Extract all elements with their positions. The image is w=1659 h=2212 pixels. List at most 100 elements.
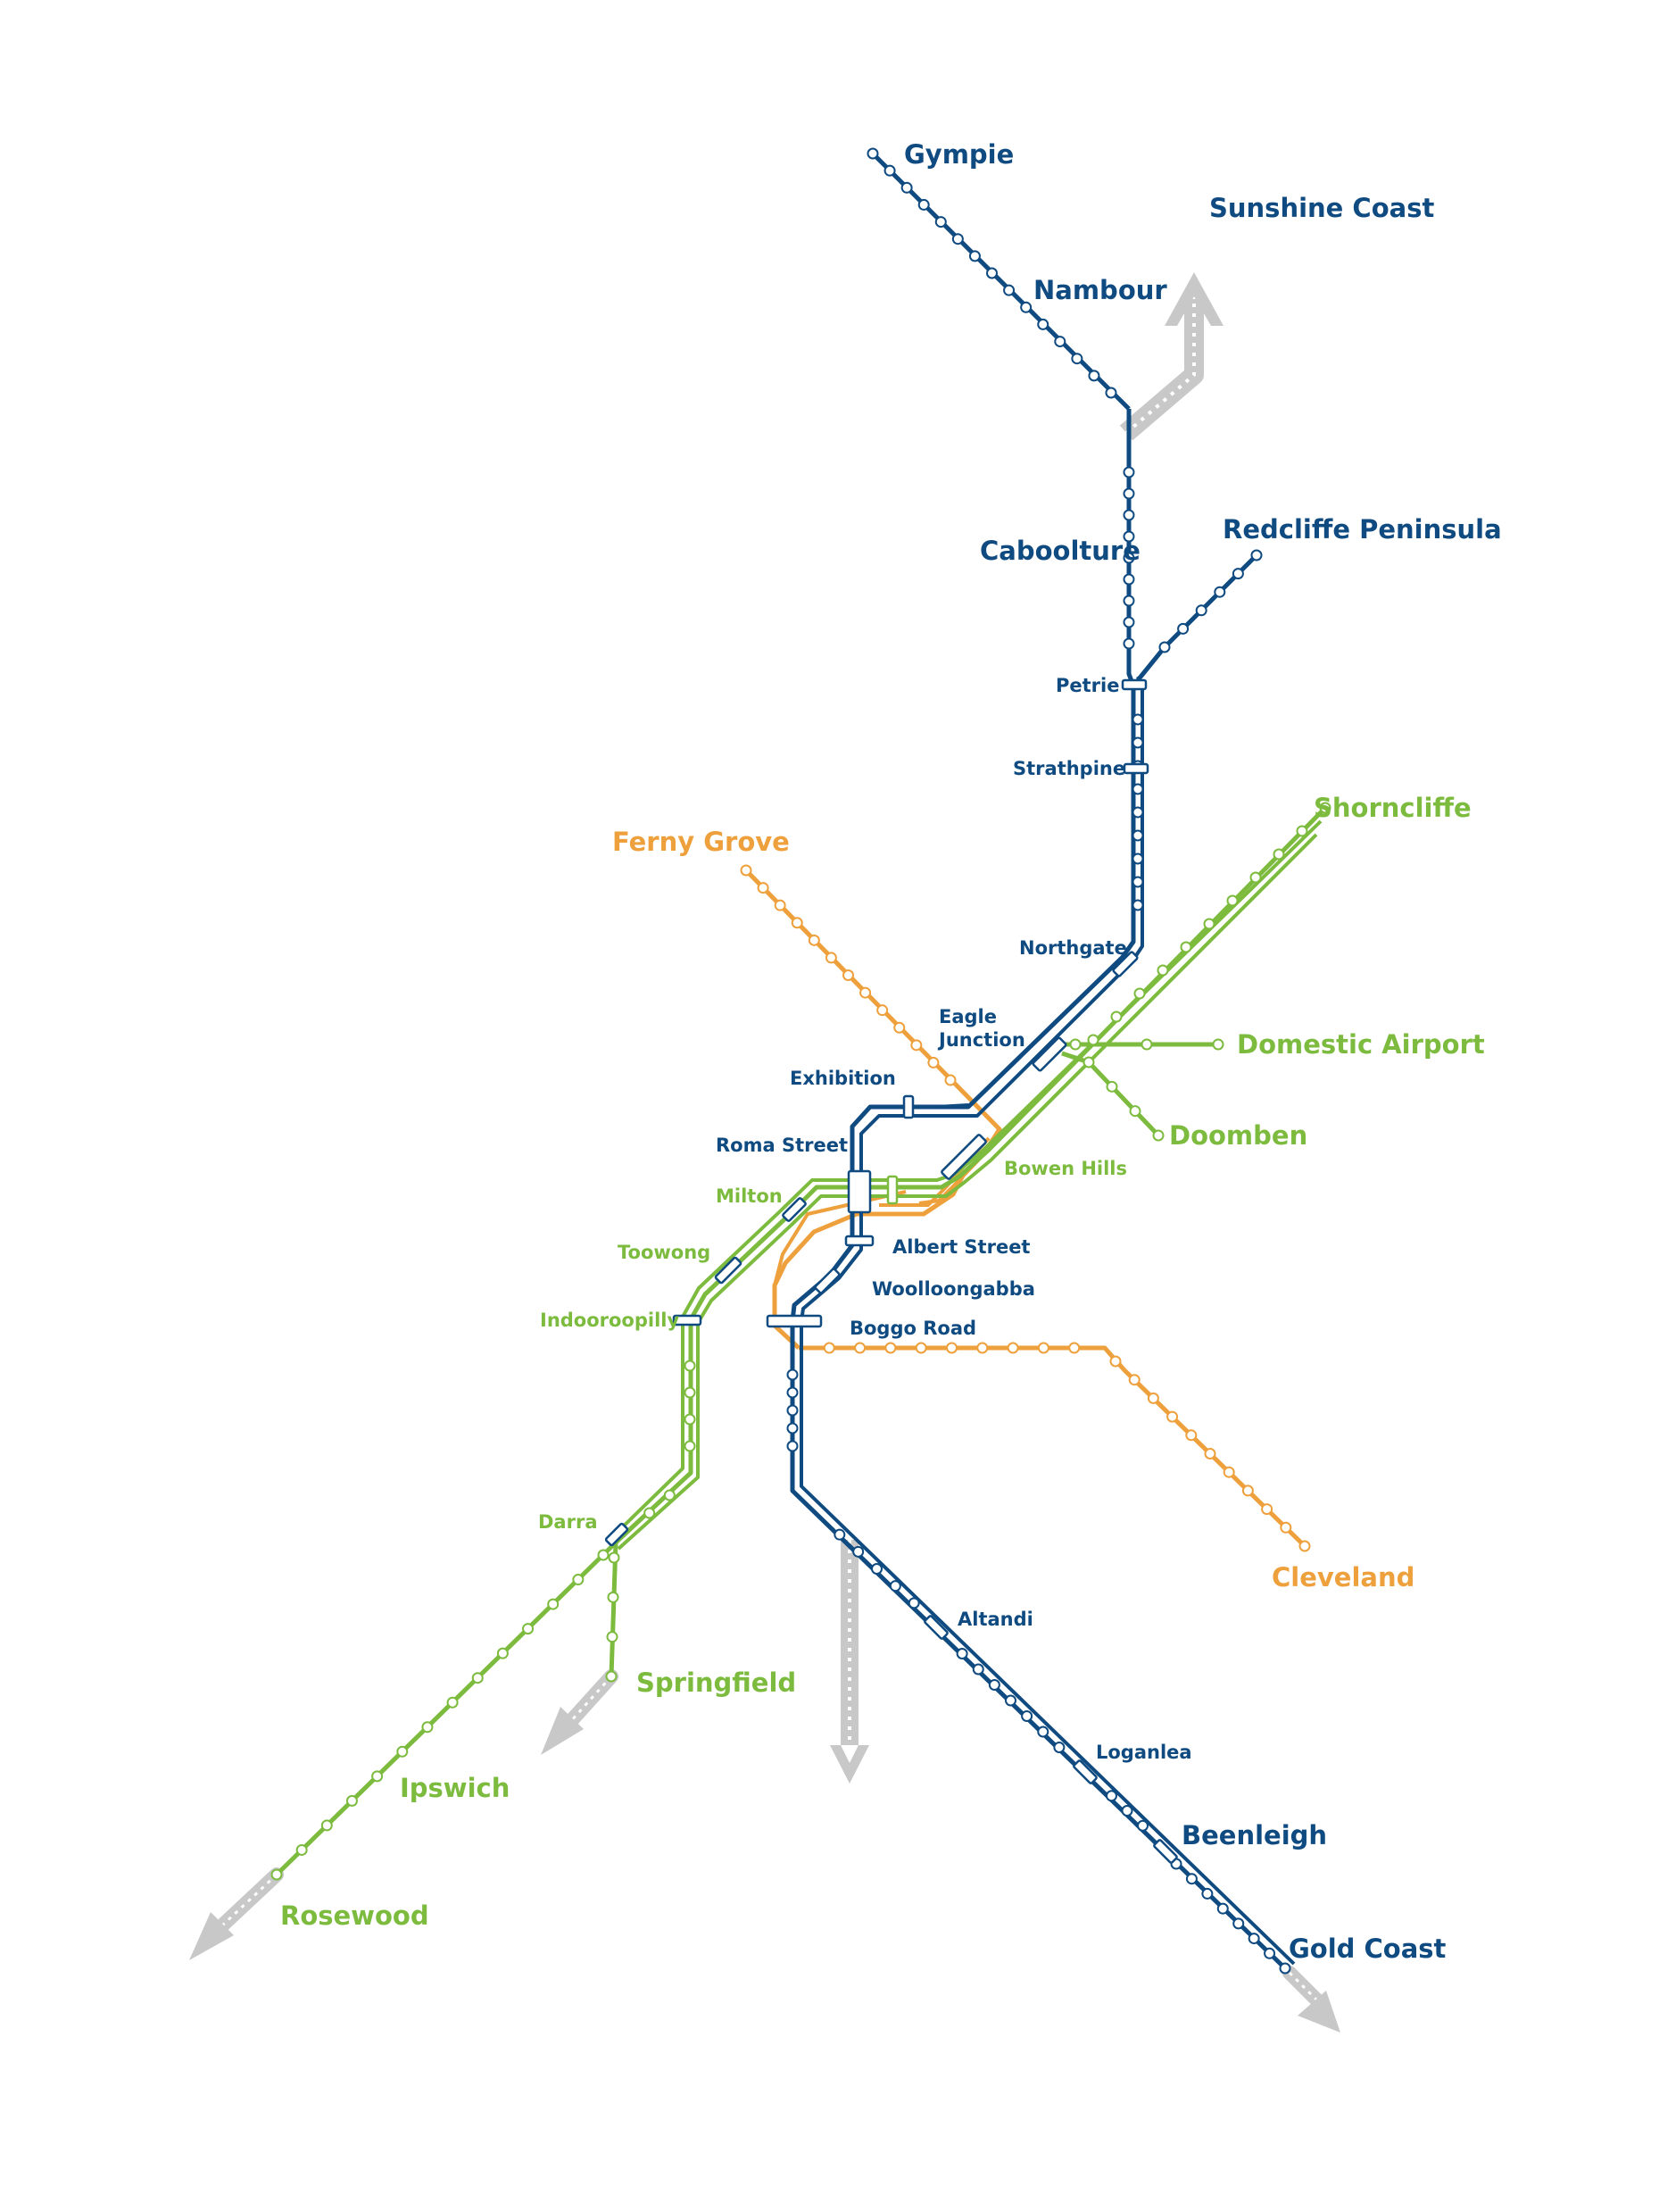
station-dot xyxy=(852,1545,865,1558)
eagle-junction-label-2: Junction xyxy=(937,1029,1025,1051)
station-dot xyxy=(1105,387,1117,399)
station-dot xyxy=(1180,941,1192,953)
station-dot xyxy=(1123,616,1135,628)
doomben-line xyxy=(1061,1051,1160,1137)
station-dot xyxy=(1132,736,1144,749)
eagle-junction-label-1: Eagle xyxy=(939,1006,997,1027)
beenleigh-marker xyxy=(1153,1839,1178,1864)
toowong-label: Toowong xyxy=(618,1242,710,1263)
station-dot xyxy=(608,1551,620,1564)
station-dot xyxy=(1021,1710,1033,1722)
station-dot xyxy=(972,1663,984,1676)
station-dot xyxy=(396,1745,409,1758)
station-dot xyxy=(270,1868,283,1881)
station-dot xyxy=(421,1721,434,1734)
rosewood-label: Rosewood xyxy=(280,1900,429,1931)
station-dot xyxy=(951,233,964,245)
station-dot xyxy=(684,1386,696,1399)
station-dot xyxy=(740,864,752,877)
station-dot xyxy=(884,1342,897,1354)
albert-street-marker xyxy=(844,1235,875,1247)
station-dot xyxy=(1248,1933,1260,1945)
ipswich-rosewood-line xyxy=(275,1541,618,1876)
station-dot xyxy=(1123,466,1135,478)
station-dot xyxy=(867,147,879,160)
station-dot xyxy=(1177,622,1190,635)
station-dot xyxy=(1088,370,1100,382)
station-dot xyxy=(842,969,854,981)
station-dot xyxy=(371,1770,384,1783)
strathpine-label: Strathpine xyxy=(1013,758,1125,779)
station-dot xyxy=(1123,573,1135,586)
station-dot xyxy=(1279,1962,1291,1975)
station-dot xyxy=(1133,987,1146,1000)
station-dot xyxy=(1296,825,1308,837)
shorncliffe-label: Shorncliffe xyxy=(1314,793,1472,823)
petrie-label: Petrie xyxy=(1056,675,1119,696)
station-dot xyxy=(859,986,872,999)
station-dot xyxy=(663,1489,676,1501)
station-dot xyxy=(1280,1521,1292,1534)
woolloongabba-label: Woolloongabba xyxy=(872,1278,1035,1300)
orange-lines xyxy=(744,869,1306,1548)
station-dot xyxy=(1319,802,1331,814)
darra-label: Darra xyxy=(538,1511,598,1533)
station-dot xyxy=(597,1549,610,1561)
station-dot xyxy=(1132,829,1144,842)
station-dot xyxy=(1216,1902,1229,1915)
station-dot xyxy=(1141,1038,1153,1051)
station-dot xyxy=(1087,1034,1099,1046)
exhibition-label: Exhibition xyxy=(790,1068,896,1089)
station-dot xyxy=(1132,713,1144,726)
station-dot xyxy=(1005,1694,1016,1707)
boggo-road-label: Boggo Road xyxy=(850,1318,976,1339)
station-dot xyxy=(1232,1917,1245,1930)
station-dot xyxy=(915,1342,927,1354)
direction-arrows xyxy=(189,272,1340,2033)
indooroopilly-marker xyxy=(672,1314,702,1326)
station-dot xyxy=(1037,318,1049,330)
station-dot xyxy=(1037,1342,1049,1354)
cleveland-label: Cleveland xyxy=(1272,1562,1414,1592)
cleveland-line xyxy=(799,1345,1306,1548)
roma-street-label: Roma Street xyxy=(716,1135,848,1156)
station-dot xyxy=(1185,1429,1198,1442)
station-dot xyxy=(1123,595,1135,607)
interchange-markers xyxy=(604,678,1178,1864)
station-dot xyxy=(834,1528,846,1541)
milton-green-marker xyxy=(886,1175,899,1205)
domestic-airport-label: Domestic Airport xyxy=(1237,1029,1485,1060)
indooroopilly-label: Indooroopilly xyxy=(540,1310,679,1331)
station-dot xyxy=(1037,1726,1049,1738)
station-dot xyxy=(1003,284,1016,296)
station-dot xyxy=(956,1648,968,1659)
station-dot xyxy=(1158,641,1171,653)
station-dot xyxy=(1152,1129,1165,1142)
petrie-marker xyxy=(1121,678,1148,691)
station-dot xyxy=(1204,1448,1216,1459)
nambour-label: Nambour xyxy=(1033,275,1167,305)
station-dot xyxy=(1157,964,1169,977)
milton-marker xyxy=(782,1197,807,1222)
altandi-label: Altandi xyxy=(958,1609,1033,1630)
station-dot xyxy=(1068,1342,1081,1354)
station-dot xyxy=(1264,1947,1276,1959)
darra-marker xyxy=(604,1522,629,1547)
caboolture-label: Caboolture xyxy=(980,536,1141,566)
station-dot xyxy=(1185,1873,1198,1885)
station-dot xyxy=(889,1580,901,1592)
station-dot xyxy=(1123,637,1135,650)
station-dot xyxy=(910,1039,923,1052)
station-dot xyxy=(774,899,786,911)
springfield-arrow-icon xyxy=(541,1669,618,1755)
gold-coast-arrow-icon xyxy=(1282,1966,1340,2033)
station-dot xyxy=(876,1004,889,1017)
station-dot xyxy=(1249,871,1262,884)
station-dot xyxy=(1110,1010,1123,1023)
toowong-marker xyxy=(714,1256,742,1285)
station-dot xyxy=(1261,1503,1273,1516)
station-dot xyxy=(1106,1790,1117,1802)
station-dot xyxy=(791,917,803,929)
station-dot xyxy=(908,1597,920,1609)
station-dot xyxy=(1121,1805,1133,1817)
